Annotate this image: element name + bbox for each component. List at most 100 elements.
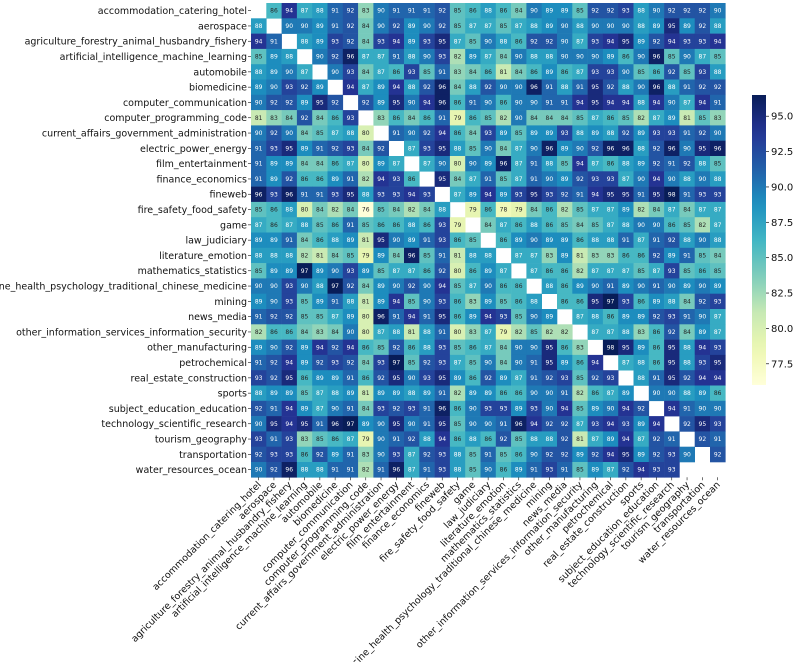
cell-value-label: 90	[484, 421, 492, 428]
cell-value-label: 91	[438, 252, 446, 259]
cell-value-label: 87	[362, 54, 370, 61]
heatmap-cell	[434, 3, 451, 19]
cell-value-label: 88	[408, 54, 416, 61]
cell-value-label: 89	[377, 252, 385, 259]
heatmap-cell	[358, 462, 374, 478]
heatmap-cell	[434, 278, 451, 294]
cell-value-label: 93	[285, 298, 293, 305]
heatmap-cell	[342, 416, 359, 432]
heatmap-cell	[296, 217, 313, 233]
heatmap-cell	[404, 171, 420, 187]
heatmap-cell	[602, 33, 619, 50]
heatmap-cell	[281, 416, 298, 432]
cell-value-label: 86	[393, 115, 401, 122]
cell-value-label: 92	[438, 268, 446, 275]
cell-value-label: 93	[285, 436, 293, 443]
cell-value-label: 89	[362, 268, 370, 275]
heatmap-cell	[633, 3, 650, 19]
cell-value-label: 84	[530, 115, 538, 122]
heatmap-cell	[664, 446, 680, 463]
cell-value-label: 92	[331, 99, 339, 106]
heatmap-cell	[710, 186, 726, 203]
heatmap-cell	[312, 339, 328, 356]
heatmap-cell	[312, 416, 328, 432]
cell-value-label: 84	[653, 207, 661, 214]
cell-value-label: 93	[331, 360, 339, 367]
cell-value-label: 96	[714, 145, 722, 152]
heatmap-cell	[557, 18, 573, 34]
cell-value-label: 84	[576, 222, 584, 229]
heatmap-cell	[648, 370, 665, 386]
heatmap-cell	[618, 156, 634, 172]
cell-value-label: 85	[377, 207, 385, 214]
heatmap-cell	[587, 354, 604, 371]
cell-value-label: 93	[530, 405, 538, 412]
cell-value-label: 82	[362, 467, 370, 474]
heatmap-cell	[312, 48, 328, 65]
cell-value-label: 86	[561, 283, 569, 290]
cell-value-label: 80	[454, 268, 462, 275]
heatmap-cell	[572, 462, 588, 478]
cell-value-label: 88	[316, 8, 324, 15]
cell-value-label: 86	[454, 237, 462, 244]
heatmap-cell	[358, 324, 374, 340]
heatmap-cell	[404, 309, 420, 325]
cell-value-label: 90	[653, 390, 661, 397]
cell-value-label: 93	[714, 191, 722, 198]
heatmap-cell	[541, 64, 558, 80]
heatmap-cell	[388, 431, 405, 447]
cell-value-label: 84	[500, 360, 508, 367]
cell-value-label: 89	[270, 268, 278, 275]
heatmap-cell	[710, 370, 726, 386]
heatmap-cell	[587, 431, 604, 447]
heatmap-cell	[404, 263, 420, 279]
cell-value-label: 87	[714, 207, 722, 214]
cell-value-label: 88	[438, 207, 446, 214]
heatmap-cell	[358, 293, 374, 310]
row-tick-label: computer_programming_code	[104, 113, 247, 124]
heatmap-cell	[327, 278, 344, 294]
heatmap-cell	[511, 385, 527, 402]
heatmap-cell	[465, 156, 481, 172]
cell-value-label: 95	[438, 314, 446, 321]
heatmap-cell	[296, 416, 313, 432]
heatmap-cell	[327, 309, 344, 325]
cell-value-label: 93	[347, 69, 355, 76]
cell-value-label: 79	[500, 329, 508, 336]
heatmap-cell	[388, 232, 405, 249]
heatmap-cell	[266, 462, 282, 478]
heatmap-cell	[541, 400, 558, 417]
heatmap-cell	[266, 125, 282, 141]
cell-value-label: 95	[714, 360, 722, 367]
cell-value-label: 95	[699, 421, 707, 428]
heatmap-cell	[342, 354, 359, 371]
cell-value-label: 89	[683, 23, 691, 30]
cell-value-label: 90	[423, 298, 431, 305]
heatmap-cell	[358, 385, 374, 402]
heatmap-cell	[679, 201, 695, 218]
cell-value-label: 93	[377, 360, 385, 367]
heatmap-cell	[434, 309, 451, 325]
cell-value-label: 90	[408, 421, 416, 428]
heatmap-cell	[710, 140, 726, 157]
heatmap-cell	[266, 186, 282, 203]
cell-value-label: 89	[500, 130, 508, 137]
heatmap-cell	[312, 462, 328, 478]
heatmap-cell	[327, 232, 344, 249]
cell-value-label: 88	[469, 436, 477, 443]
cell-value-label: 89	[668, 252, 676, 259]
heatmap-cell	[342, 339, 359, 356]
heatmap-cell	[251, 140, 267, 157]
cell-value-label: 92	[408, 436, 416, 443]
cell-value-label: 84	[683, 207, 691, 214]
heatmap-cell	[572, 94, 588, 111]
cell-value-label: 90	[377, 421, 385, 428]
cell-value-label: 91	[561, 99, 569, 106]
cell-value-label: 83	[270, 115, 278, 122]
cell-value-label: 86	[331, 222, 339, 229]
cell-value-label: 87	[484, 344, 492, 351]
cell-value-label: 92	[423, 130, 431, 137]
heatmap-cell	[358, 94, 374, 111]
cell-value-label: 88	[347, 130, 355, 137]
cell-value-label: 92	[561, 451, 569, 458]
